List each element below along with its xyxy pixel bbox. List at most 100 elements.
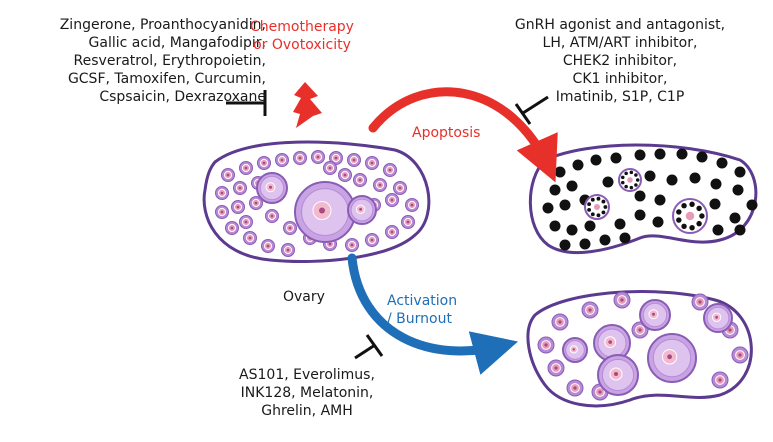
apoptotic-cell <box>634 149 646 161</box>
follicle <box>233 181 247 195</box>
antral-follicle <box>294 181 356 243</box>
apoptotic-cell <box>634 209 646 221</box>
follicle <box>347 153 361 167</box>
follicle <box>691 293 709 311</box>
apoptotic-cell <box>584 220 596 232</box>
inhibitor-line: LH, ATM/ART inhibitor, <box>542 35 698 51</box>
follicle <box>731 346 749 364</box>
apoptotic-cell <box>746 199 758 211</box>
apoptotic-cell <box>559 239 571 251</box>
activation-line: / Burnout <box>387 311 452 327</box>
follicle <box>323 161 337 175</box>
protectants-list: Zingerone, Proanthocyanidin, Gallic acid… <box>8 16 266 106</box>
apoptotic-cell <box>654 148 666 160</box>
apoptotic-cell <box>729 212 741 224</box>
follicle <box>345 238 359 252</box>
follicle <box>338 168 352 182</box>
apoptotic-cell <box>734 166 746 178</box>
follicle <box>281 243 295 257</box>
follicle <box>551 313 569 331</box>
apoptotic-cell <box>602 176 614 188</box>
activation-inhibitor-line: AS101, Everolimus, <box>239 367 375 383</box>
apoptotic-cell <box>689 172 701 184</box>
follicle <box>311 150 325 164</box>
follicle <box>215 205 229 219</box>
dying-follicle <box>672 198 708 234</box>
follicle <box>537 336 555 354</box>
follicle <box>239 161 253 175</box>
follicle <box>365 156 379 170</box>
apoptotic-cell <box>619 232 631 244</box>
apoptotic-cell <box>554 166 566 178</box>
follicle <box>383 163 397 177</box>
apoptotic-cell <box>696 151 708 163</box>
apoptotic-cell <box>559 199 571 211</box>
follicle <box>393 181 407 195</box>
inhibition-bar-left <box>226 90 267 116</box>
follicle <box>329 151 343 165</box>
inhibitor-line: Imatinib, S1P, C1P <box>555 89 685 105</box>
follicle <box>365 233 379 247</box>
apoptotic-cell <box>566 180 578 192</box>
inhibitor-line: CHEK2 inhibitor, <box>562 53 678 69</box>
activation-inhibitor-line: Ghrelin, AMH <box>261 403 353 419</box>
apoptotic-cell <box>732 184 744 196</box>
follicle <box>257 156 271 170</box>
inhibition-bar-right <box>514 95 549 125</box>
follicle <box>265 209 279 223</box>
ovary-label: Ovary <box>283 289 325 305</box>
apoptotic-cell <box>654 194 666 206</box>
trigger-line: Chemotherapy <box>250 19 354 35</box>
apoptosis-label: Apoptosis <box>412 125 481 141</box>
apoptotic-cell <box>709 198 721 210</box>
apoptotic-cell <box>644 170 656 182</box>
apoptotic-cell <box>566 224 578 236</box>
activation-arrow <box>347 253 519 375</box>
apoptosis-arrow <box>368 87 558 183</box>
apoptotic-cell <box>710 178 722 190</box>
apoptosis-inhibitors-list: GnRH agonist and antagonist, LH, ATM/ART… <box>500 16 740 106</box>
apoptotic-cell <box>614 218 626 230</box>
follicle <box>566 379 584 397</box>
apoptotic-cell <box>712 224 724 236</box>
activation-line: Activation <box>387 293 458 309</box>
follicle <box>275 153 289 167</box>
apoptotic-cell <box>599 234 611 246</box>
apoptotic-cell <box>549 184 561 196</box>
follicle <box>581 301 599 319</box>
follicle <box>221 168 235 182</box>
apoptotic-cell <box>572 159 584 171</box>
follicle <box>231 200 245 214</box>
antral-follicle <box>703 303 733 333</box>
apoptotic-cell <box>549 220 561 232</box>
protectant-line: Cspsaicin, Dexrazoxane <box>99 89 266 105</box>
follicle <box>547 359 565 377</box>
follicle <box>613 291 631 309</box>
follicle <box>401 215 415 229</box>
apoptotic-cell <box>666 174 678 186</box>
follicle <box>385 225 399 239</box>
protectant-line: Gallic acid, Mangafodipir, <box>88 35 266 51</box>
activation-inhibitors-list: AS101, Everolimus, INK128, Melatonin, Gh… <box>232 366 382 420</box>
follicle <box>405 198 419 212</box>
apoptotic-cell <box>716 157 728 169</box>
apoptotic-cell <box>610 152 622 164</box>
apoptotic-cell <box>676 148 688 160</box>
follicle <box>373 178 387 192</box>
follicle <box>243 231 257 245</box>
follicle <box>293 151 307 165</box>
activation-inhibitor-line: INK128, Melatonin, <box>240 385 374 401</box>
antral-follicle <box>647 333 697 383</box>
apoptotic-cell <box>542 202 554 214</box>
activated-follicles <box>537 291 749 401</box>
trigger-line: or Ovotoxicity <box>253 37 351 53</box>
inhibitor-line: GnRH agonist and antagonist, <box>514 17 726 33</box>
follicle <box>385 193 399 207</box>
ovary-activated <box>526 290 753 408</box>
follicle <box>225 221 239 235</box>
lightning-icon <box>293 82 322 128</box>
antral-follicle <box>562 337 588 363</box>
protectant-line: Resveratrol, Erythropoietin, <box>73 53 266 69</box>
antral-follicle <box>256 172 288 204</box>
